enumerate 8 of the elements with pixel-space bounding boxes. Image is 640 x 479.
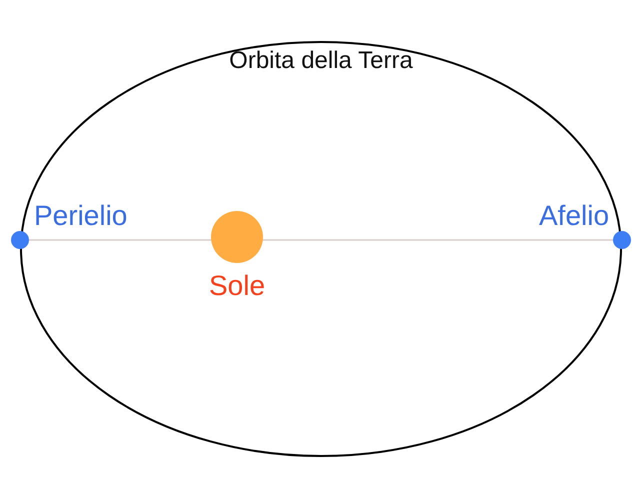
sun-label: Sole <box>209 269 266 303</box>
sun-circle <box>211 211 263 263</box>
point-label: Perielio <box>34 199 128 233</box>
perihelion-dot <box>11 231 29 249</box>
orbit-ellipse <box>20 41 622 457</box>
point-label: Afelio <box>539 199 610 233</box>
orbit-title: Orbita della Terra <box>228 47 414 76</box>
aphelion-dot <box>613 231 631 249</box>
